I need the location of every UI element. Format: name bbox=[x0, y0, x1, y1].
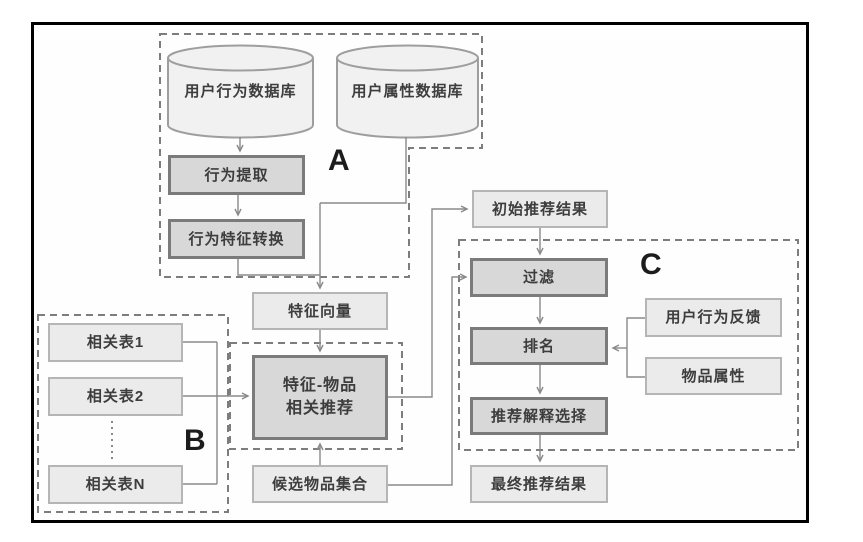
candidate-item-set-node: 候选物品集合 bbox=[252, 465, 388, 503]
user-attr-db-cylinder bbox=[336, 44, 479, 139]
filter-node: 过滤 bbox=[470, 258, 608, 297]
ranking-node: 排名 bbox=[470, 327, 608, 365]
section-b-label: B bbox=[184, 424, 206, 457]
related-table-1-node: 相关表1 bbox=[48, 323, 183, 362]
user-attr-db-label: 用户属性数据库 bbox=[351, 82, 464, 100]
user-behavior-feedback-node: 用户行为反馈 bbox=[645, 298, 782, 337]
connector-feedback-bracket bbox=[626, 317, 645, 378]
group-c-dashed-outline bbox=[458, 239, 799, 451]
final-recommend-result-node: 最终推荐结果 bbox=[470, 465, 608, 503]
group-feature-item-dashed-outline bbox=[229, 342, 403, 450]
feature-item-recommend-node: 特征-物品 相关推荐 bbox=[252, 355, 388, 440]
user-behavior-db-cylinder bbox=[167, 44, 314, 139]
feature-vector-node: 特征向量 bbox=[252, 292, 388, 330]
group-b-dashed-outline bbox=[37, 314, 229, 513]
related-table-n-node: 相关表N bbox=[48, 465, 183, 504]
behavior-extract-node: 行为提取 bbox=[168, 155, 305, 195]
section-c-label: C bbox=[640, 248, 662, 281]
initial-recommend-result-node: 初始推荐结果 bbox=[472, 190, 608, 228]
related-table-2-node: 相关表2 bbox=[48, 377, 183, 416]
connector-recommend-to-initial-result bbox=[388, 209, 467, 398]
group-a-dashed-outline bbox=[159, 33, 483, 278]
section-a-label: A bbox=[328, 144, 350, 177]
item-attributes-node: 物品属性 bbox=[645, 357, 782, 395]
connector-candidates-to-filter bbox=[388, 277, 466, 486]
behavior-feature-convert-node: 行为特征转换 bbox=[168, 219, 305, 259]
recommend-explanation-select-node: 推荐解释选择 bbox=[470, 397, 608, 435]
connector-attrdb-output bbox=[320, 137, 407, 204]
user-behavior-db-label: 用户行为数据库 bbox=[184, 82, 297, 100]
connector-convert-output bbox=[237, 259, 320, 276]
